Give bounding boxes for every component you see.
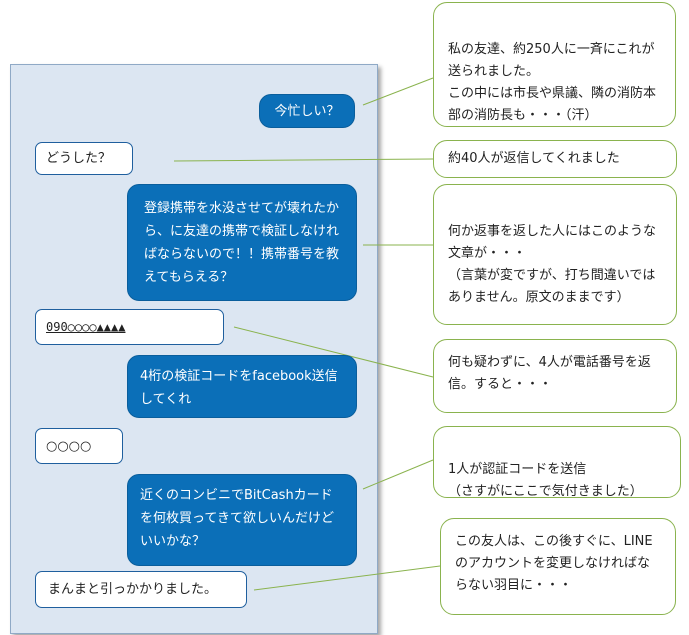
message-bubble-1: 今忙しい？ [259, 94, 355, 128]
callout-text-1: 私の友達、約250人に一斉にこれが送られました。 この中には市長や県議、隣の消防… [448, 42, 657, 123]
message-bubble-7: 近くのコンビニでBitCashカードを何枚買ってきて欲しいんだけどいいかな？ [127, 474, 357, 566]
callout-text-2: 約40人が返信してくれました [448, 151, 620, 166]
message-text-8: まんまと引っかかりました。 [48, 582, 218, 597]
callout-note-4: 何も疑わずに、4人が電話番号を返信。すると・・・ [433, 339, 677, 413]
callout-text-5: 1人が認証コードを送信 （さすがにここで気付きました） [448, 462, 643, 499]
message-text-5: 4桁の検証コードをfacebook送信してくれ [140, 369, 338, 407]
message-text-1: 今忙しい？ [274, 104, 340, 119]
callout-note-2: 約40人が返信してくれました [433, 140, 677, 178]
message-text-6: ○○○○ [46, 439, 92, 454]
callout-text-3: 何か返事を返した人にはこのような文章が・・・ （言葉が変ですが、打ち間違いではあ… [448, 224, 657, 305]
callout-note-1: 私の友達、約250人に一斉にこれが送られました。 この中には市長や県議、隣の消防… [433, 2, 676, 127]
message-text-7: 近くのコンビニでBitCashカードを何枚買ってきて欲しいんだけどいいかな？ [140, 488, 334, 549]
message-text-4: 090○○○○▲▲▲▲ [46, 320, 126, 334]
message-text-3: 登録携帯を水没させてが壊れたから、に友達の携帯で検証しなければならないので！！携… [144, 201, 340, 285]
callout-note-5: 1人が認証コードを送信 （さすがにここで気付きました） [433, 426, 681, 499]
message-bubble-2: どうした？ [35, 142, 133, 175]
message-bubble-6: ○○○○ [35, 428, 123, 464]
message-bubble-5: 4桁の検証コードをfacebook送信してくれ [127, 355, 357, 418]
callout-note-3: 何か返事を返した人にはこのような文章が・・・ （言葉が変ですが、打ち間違いではあ… [433, 184, 677, 325]
message-bubble-3: 登録携帯を水没させてが壊れたから、に友達の携帯で検証しなければならないので！！携… [127, 184, 357, 301]
message-text-2: どうした？ [46, 151, 112, 166]
callout-note-6: この友人は、この後すぐに、LINEのアカウントを変更しなければならない羽目に・・… [440, 518, 676, 615]
callout-text-6: この友人は、この後すぐに、LINEのアカウントを変更しなければならない羽目に・・… [455, 534, 653, 593]
message-bubble-4: 090○○○○▲▲▲▲ [35, 309, 224, 345]
callout-text-4: 何も疑わずに、4人が電話番号を返信。すると・・・ [448, 355, 651, 392]
message-bubble-8: まんまと引っかかりました。 [35, 571, 247, 608]
